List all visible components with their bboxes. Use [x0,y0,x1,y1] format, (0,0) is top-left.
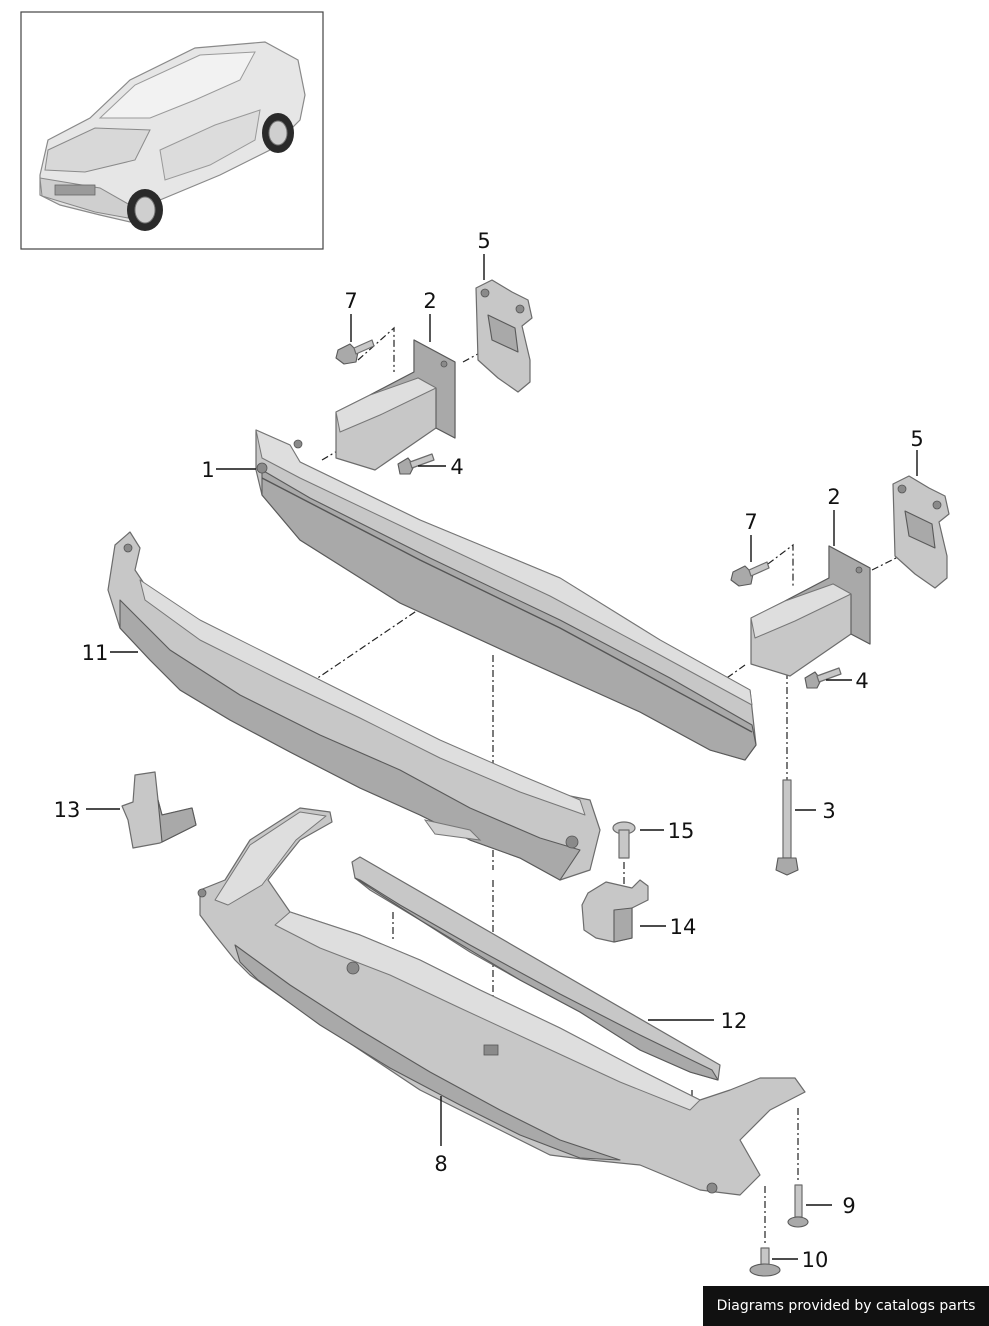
bumper-beam[interactable] [255,429,757,761]
callout-2-upper[interactable]: 2 [423,289,436,313]
long-bolt-3[interactable] [775,779,799,876]
callout-5-upper[interactable]: 5 [477,229,490,253]
callout-3[interactable]: 3 [822,799,835,823]
mounting-plate-upper[interactable] [475,279,533,393]
clip-9[interactable] [787,1184,809,1228]
bolt-7-lower[interactable] [730,561,770,587]
screw-15[interactable] [612,821,636,859]
callout-4-upper[interactable]: 4 [450,455,463,479]
bolt-4-lower[interactable] [804,667,842,689]
energy-absorber[interactable] [107,531,601,881]
clip-10[interactable] [749,1247,781,1277]
callout-2-lower[interactable]: 2 [827,485,840,509]
callout-7-lower[interactable]: 7 [744,510,757,534]
crash-box-upper[interactable] [335,339,456,471]
credit-banner: Diagrams provided by catalogs parts [703,1286,989,1326]
assembly-lines [299,326,913,1246]
crash-box-lower[interactable] [750,545,871,677]
bolt-7-upper[interactable] [335,339,375,365]
callout-13[interactable]: 13 [54,798,81,822]
guide-strip[interactable] [351,856,721,1081]
mounting-plate-lower[interactable] [892,475,950,589]
vehicle-thumbnail [20,11,324,250]
callout-15[interactable]: 15 [668,819,695,843]
callout-9[interactable]: 9 [842,1194,855,1218]
callout-7-upper[interactable]: 7 [344,289,357,313]
sensor-14[interactable] [581,879,649,943]
callout-4-lower[interactable]: 4 [855,669,868,693]
side-bracket[interactable] [121,771,197,849]
callout-5-lower[interactable]: 5 [910,427,923,451]
callout-14[interactable]: 14 [670,915,697,939]
bolt-4-upper[interactable] [397,453,435,475]
lower-cover-tray[interactable] [197,807,806,1196]
callout-12[interactable]: 12 [721,1009,748,1033]
callout-labels: 5 7 2 1 4 5 2 7 4 11 3 13 15 14 12 8 9 1… [54,229,924,1272]
callout-11[interactable]: 11 [82,641,109,665]
leader-lines [86,254,918,1260]
vehicle-illustration [39,41,306,231]
callout-1[interactable]: 1 [201,458,214,482]
callout-8[interactable]: 8 [434,1152,447,1176]
callout-10[interactable]: 10 [802,1248,829,1272]
